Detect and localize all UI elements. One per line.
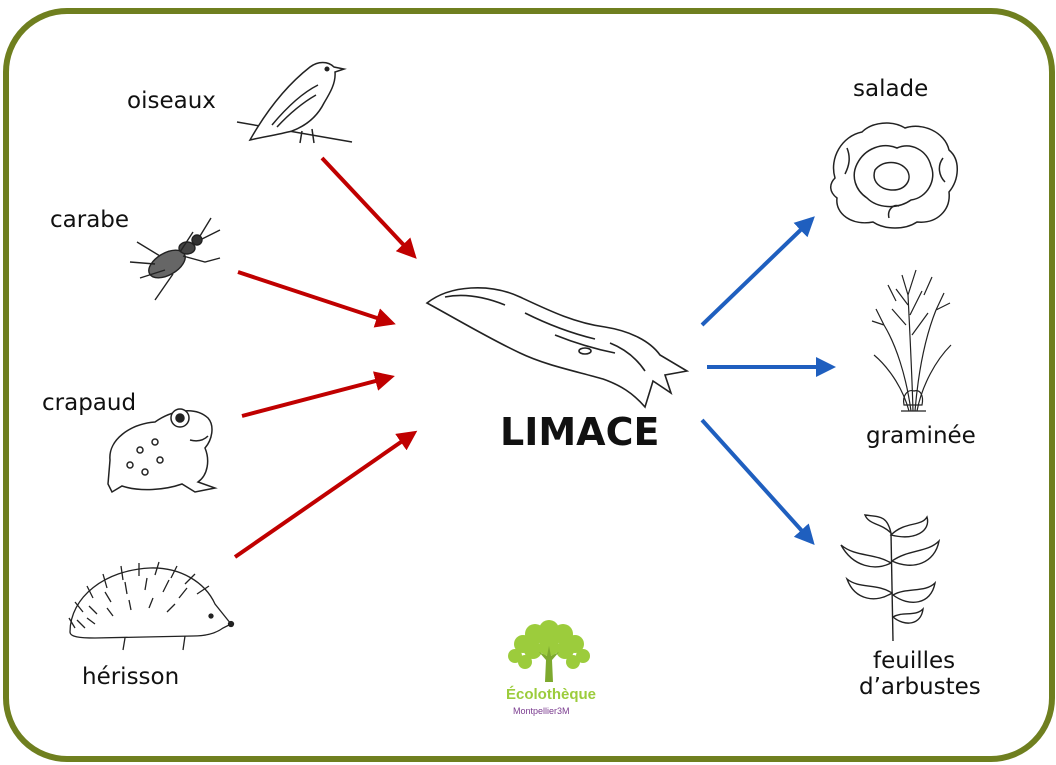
slug-illustration [425, 283, 695, 408]
bird-illustration [232, 55, 352, 150]
logo-subtitle: Montpellier3M [513, 706, 570, 716]
grass-illustration [866, 265, 961, 413]
ecolotheque-tree-logo [505, 622, 593, 686]
arrow-carabe [238, 272, 392, 323]
arrow-crapaud [242, 377, 391, 416]
beetle-illustration [125, 212, 225, 302]
lettuce-illustration [827, 118, 962, 230]
arrow-herisson [235, 433, 414, 557]
logo-name: Écolothèque [506, 686, 596, 703]
toad-illustration [100, 400, 225, 500]
arrow-salade [702, 219, 812, 325]
shrub-leaves-illustration [835, 513, 947, 643]
hedgehog-illustration [65, 562, 235, 657]
arrow-feuilles [702, 420, 812, 542]
arrow-oiseaux [322, 158, 414, 256]
